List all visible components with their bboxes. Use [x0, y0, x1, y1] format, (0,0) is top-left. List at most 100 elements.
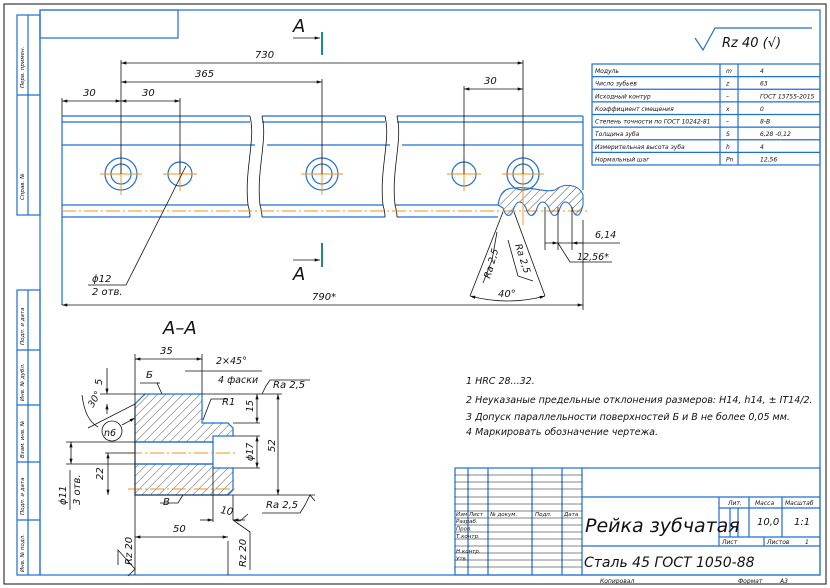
- note-4: 4 Маркировать обозначение чертежа.: [466, 427, 658, 438]
- spec-param-name: Степень точности по ГОСТ 10242-81: [595, 119, 710, 126]
- title-block-role: Разраб.: [456, 519, 478, 525]
- sheets-value: 1: [805, 539, 809, 546]
- mass-value: 10,0: [757, 517, 779, 528]
- dim-d11: ϕ11: [58, 486, 69, 505]
- scale-label: Масштаб: [785, 500, 814, 507]
- strip-label: Взам. инв. №: [20, 420, 26, 458]
- material: Сталь 45 ГОСТ 1050-88: [584, 555, 755, 571]
- spec-param-name: Толщина зуба: [595, 131, 640, 138]
- section-letter-top: A: [292, 16, 305, 37]
- dim-5: 5: [94, 379, 105, 385]
- strip-label: Перв. примен.: [20, 46, 26, 88]
- title-block-role: Пров.: [456, 527, 472, 533]
- hole-diameter-label: ϕ12: [92, 274, 111, 285]
- radius-r1: R1: [222, 397, 235, 408]
- section-marker-top: A: [292, 16, 323, 55]
- surface-b-label: Б: [146, 370, 153, 381]
- note-2: 2 Неуказаные предельные отклонения разме…: [466, 395, 813, 406]
- spec-param-symbol: –: [726, 93, 729, 100]
- spec-param-symbol: –: [726, 119, 729, 126]
- lit-label: Лит.: [727, 500, 742, 507]
- spec-param-symbol: Pn: [726, 156, 734, 163]
- spec-param-symbol: z: [725, 81, 730, 88]
- sheet-label: Лист: [721, 539, 738, 546]
- title-block-role: Т.контр.: [456, 534, 480, 540]
- strip-label: Инв. № подл.: [20, 534, 26, 572]
- copied-label: Копировал: [600, 578, 634, 585]
- spec-param-name: Коэффициент смещения: [595, 106, 674, 113]
- rack-main-view: 730 365 30 30 30 790* ϕ12 2 отв. A A Ra …: [61, 16, 620, 310]
- dim-35: 35: [160, 346, 173, 357]
- dim-d11-count: 3 отв.: [72, 474, 83, 505]
- dim-52: 52: [267, 439, 278, 452]
- dim-50: 50: [173, 524, 186, 535]
- spec-param-name: Число зубьев: [595, 81, 637, 88]
- title-block-column-header: Изм: [456, 512, 467, 518]
- dim-30-mid: 30: [142, 88, 155, 99]
- spec-param-value: 63: [760, 81, 768, 88]
- section-marker-bottom: A: [292, 243, 323, 285]
- technical-notes: 1 HRC 28...32. 2 Неуказаные предельные о…: [466, 376, 813, 438]
- title-block-role: Н.контр.: [456, 549, 481, 555]
- strip-label: Справ. №: [20, 173, 26, 200]
- section-view-a-a: A–A 35 2×45° 4 фаски 5 30° n6 R1 15 ϕ17 …: [58, 318, 316, 577]
- spec-param-value: 6,28 -0,12: [760, 131, 791, 138]
- spec-param-name: Исходный контур: [595, 93, 651, 100]
- part-name: Рейка зубчатая: [585, 515, 740, 537]
- note-3: 3 Допуск параллельности поверхностей Б и…: [466, 412, 790, 423]
- strip-label: Инв. № дубл.: [20, 363, 26, 401]
- tooth-angle: 40°: [498, 289, 516, 300]
- chamfer-label: 2×45°: [216, 356, 247, 367]
- dim-730: 730: [255, 50, 274, 61]
- roughness-rz-right: Rz 20: [238, 539, 249, 567]
- spec-param-value: 4: [760, 144, 764, 151]
- format-label: Формат: [738, 578, 763, 585]
- spec-param-symbol: m: [726, 68, 732, 75]
- spec-param-name: Модуль: [595, 68, 619, 75]
- spec-param-value: 4: [760, 68, 764, 75]
- dim-10: 10: [219, 505, 233, 518]
- general-roughness-text: Rz 40 (√): [722, 36, 781, 51]
- scale-value: 1:1: [794, 517, 810, 528]
- format-value: А3: [779, 578, 788, 585]
- title-block-column-header: № докум.: [489, 512, 517, 518]
- tooth-roughness-left: Ra 2,5: [482, 247, 501, 279]
- title-block-column-header: Лист: [468, 512, 484, 518]
- surface-v-label: В: [163, 497, 170, 508]
- spec-param-symbol: h: [726, 144, 730, 151]
- hole-count-label: 2 отв.: [92, 287, 123, 298]
- roughness-rz-left: Rz 20: [124, 537, 135, 565]
- dim-30-right: 30: [484, 76, 497, 87]
- spec-param-symbol: S: [726, 131, 730, 138]
- tooth-section: [497, 184, 584, 217]
- outer-border: [3, 3, 827, 585]
- strip-label: Подп. и дата: [20, 477, 26, 515]
- angle-30: 30°: [86, 389, 104, 409]
- roughness-bottom: Ra 2,5: [266, 500, 298, 511]
- sheets-label: Листов: [766, 539, 790, 546]
- title-block-column-header: Подп.: [535, 512, 552, 518]
- dim-12-56: 12,56*: [577, 252, 609, 263]
- dim-30-left: 30: [83, 88, 96, 99]
- spec-param-symbol: x: [725, 106, 730, 113]
- note-1: 1 HRC 28...32.: [466, 376, 535, 387]
- spec-param-name: Измерительная высота зуба: [595, 144, 685, 151]
- dim-15: 15: [245, 400, 256, 412]
- spec-param-value: 0: [760, 106, 764, 113]
- spec-param-name: Нормальный шаг: [595, 156, 650, 163]
- chamfer-count-label: 4 фаски: [218, 375, 258, 386]
- spec-param-value: ГОСТ 13755-2015: [760, 93, 815, 100]
- dim-365: 365: [195, 69, 214, 80]
- dim-d17: ϕ17: [245, 443, 256, 461]
- tooth-roughness-right: Ra 2,5: [512, 243, 532, 275]
- dim-790: 790*: [312, 292, 336, 303]
- title-block-role: Утв.: [456, 557, 468, 563]
- general-roughness-symbol: Rz 40 (√): [694, 27, 812, 52]
- title-block-column-header: Дата: [563, 512, 579, 518]
- section-letter-bottom: A: [292, 264, 305, 285]
- spec-param-value: 8-В: [760, 119, 770, 126]
- section-title: A–A: [162, 318, 197, 339]
- roughness-top: Ra 2,5: [273, 380, 305, 391]
